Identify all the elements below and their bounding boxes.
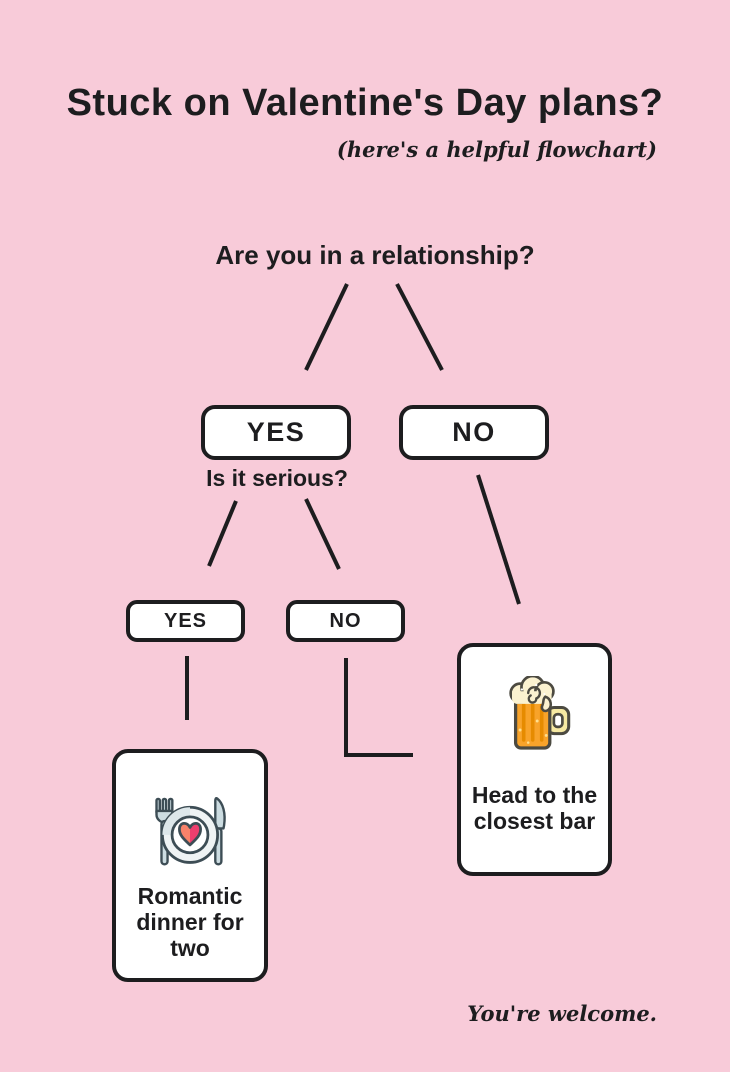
card-romantic-dinner: Romantic dinner for two bbox=[112, 749, 268, 982]
page-title: Stuck on Valentine's Day plans? bbox=[66, 82, 664, 124]
node-serious-no: NO bbox=[286, 600, 405, 642]
node-relationship-no: NO bbox=[399, 405, 549, 460]
node-serious-yes: YES bbox=[126, 600, 245, 642]
arrow-q2-to-yes bbox=[207, 500, 238, 567]
subtitle: (here's a helpful flowchart) bbox=[336, 137, 657, 162]
card-bar: Head to the closest bar bbox=[457, 643, 612, 876]
arrow-no1-to-bar bbox=[476, 474, 521, 605]
arrow-q1-to-yes bbox=[304, 283, 349, 371]
node-relationship-yes: YES bbox=[201, 405, 351, 460]
question-serious: Is it serious? bbox=[206, 465, 348, 491]
outcome-dinner-label: Romantic dinner for two bbox=[136, 883, 244, 961]
romantic-dinner-plate-icon bbox=[155, 796, 226, 866]
arrow-no2-to-bar bbox=[344, 658, 413, 757]
beer-mug-icon bbox=[509, 676, 571, 750]
arrow-q1-to-no bbox=[395, 283, 444, 371]
outcome-bar-label: Head to the closest bar bbox=[471, 782, 598, 834]
arrow-q2-to-no bbox=[304, 498, 341, 570]
welcome-note: You're welcome. bbox=[467, 1001, 657, 1026]
question-relationship: Are you in a relationship? bbox=[215, 240, 535, 270]
